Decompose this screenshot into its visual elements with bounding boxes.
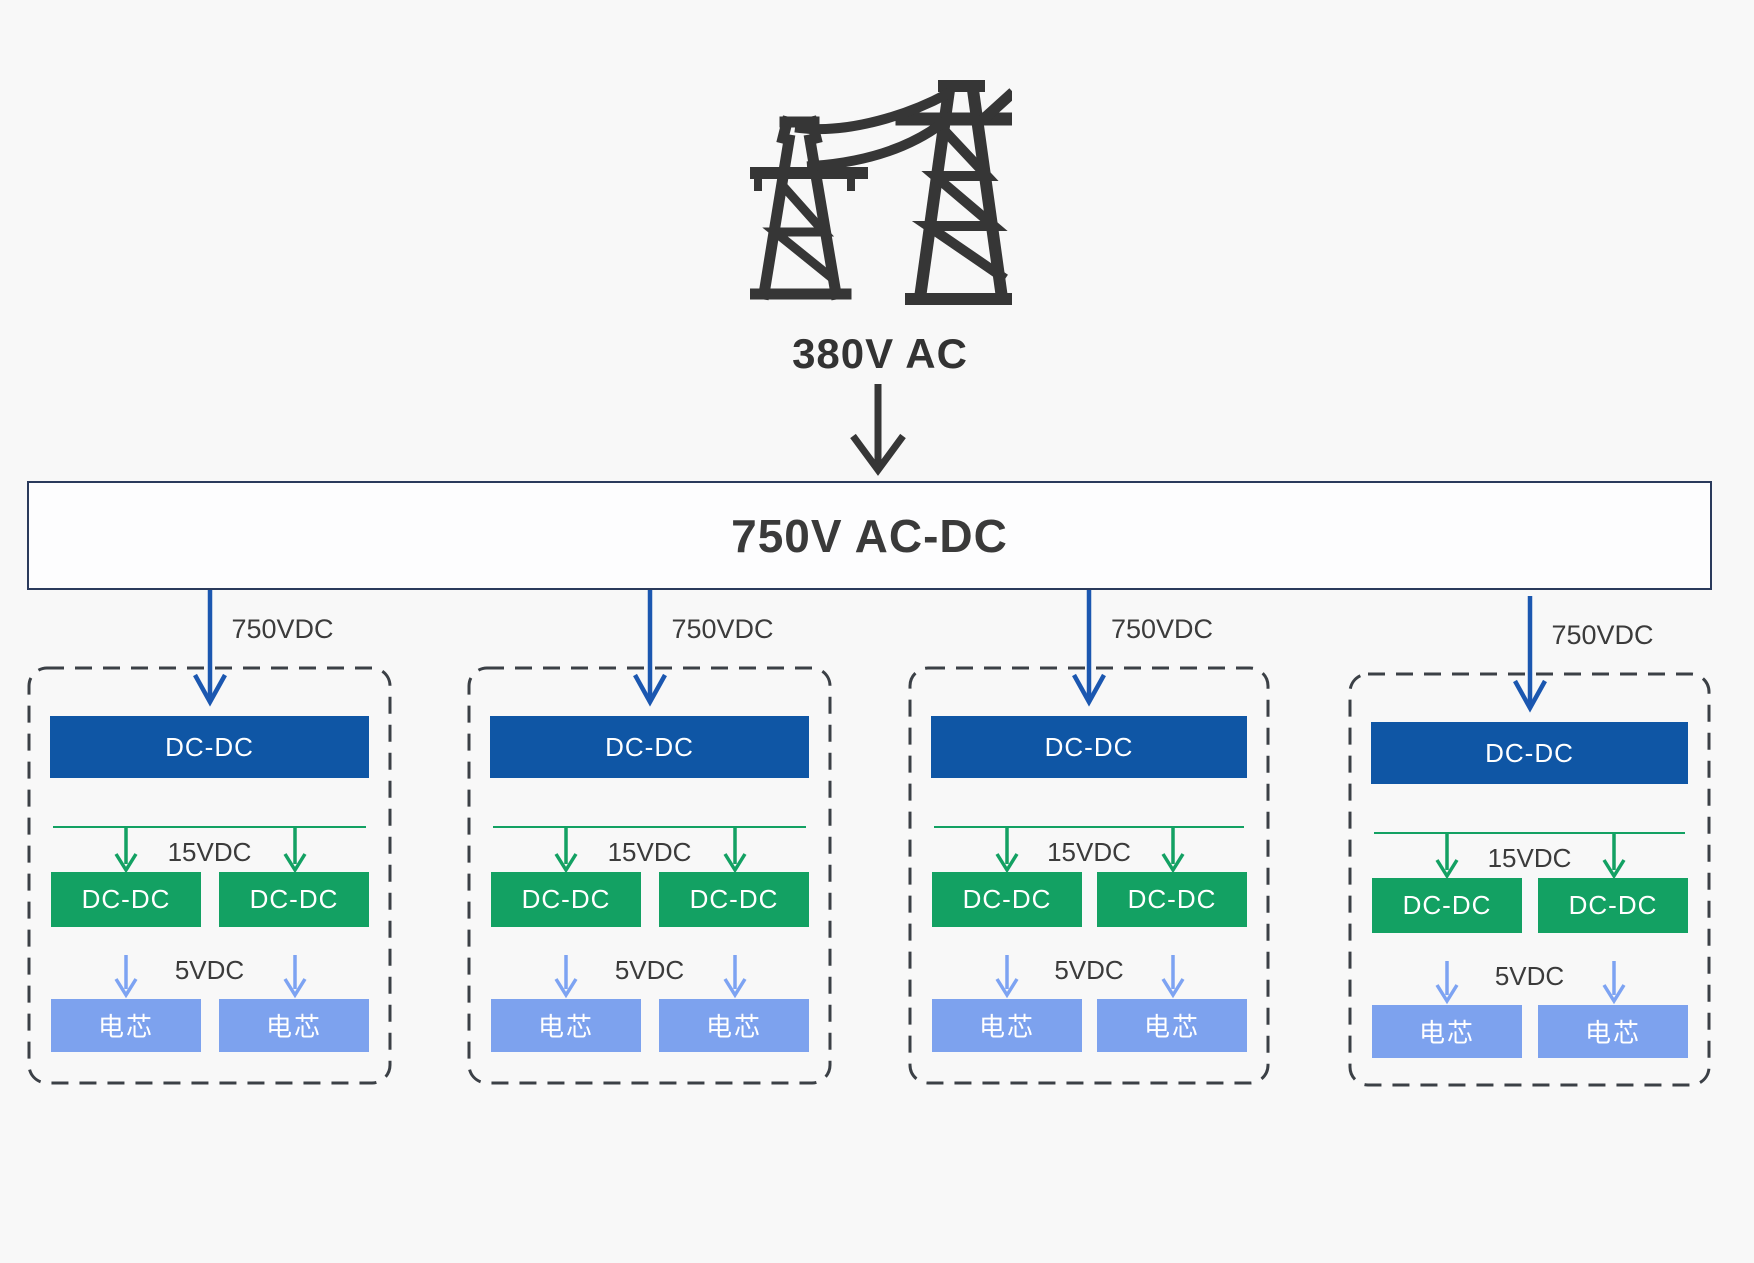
secondary-dcdc-box-right: DC-DC <box>1097 872 1247 927</box>
cell-arrow-left-icon <box>114 955 138 999</box>
battery-cell-box-left: 电芯 <box>1372 1005 1522 1058</box>
source-voltage-label: 380V AC <box>792 330 968 377</box>
dc-bus-line <box>53 826 366 828</box>
dc-bus-line <box>1374 832 1685 834</box>
low-voltage-label: 5VDC <box>1054 955 1124 985</box>
secondary-dcdc-box-left: DC-DC <box>932 872 1082 927</box>
branch-input-voltage-label: 750VDC <box>231 614 334 644</box>
secondary-dcdc-box-right: DC-DC <box>219 872 369 927</box>
battery-cell-box-left: 电芯 <box>932 999 1082 1052</box>
dashed-border <box>467 666 832 1085</box>
secondary-dcdc-box-left: DC-DC <box>1372 878 1522 933</box>
secondary-dcdc-box-left: DC-DC <box>491 872 641 927</box>
mid-arrow-right-icon <box>723 826 747 874</box>
mid-arrow-left-icon <box>995 826 1019 874</box>
branch-input-voltage-label: 750VDC <box>1551 620 1654 650</box>
battery-cell-box-right: 电芯 <box>1538 1005 1688 1058</box>
dashed-border <box>1348 672 1711 1087</box>
primary-dcdc-box: DC-DC <box>1371 722 1688 784</box>
battery-cell-box-right: 电芯 <box>1097 999 1247 1052</box>
mid-arrow-right-icon <box>1161 826 1185 874</box>
secondary-dcdc-box-left: DC-DC <box>51 872 201 927</box>
secondary-dcdc-box-right: DC-DC <box>659 872 809 927</box>
primary-dcdc-box: DC-DC <box>931 716 1247 778</box>
dcdc-branch-group-4: 750VDC DC-DC 15VDC DC-DC DC-DC 5VDC 电芯 电… <box>1348 596 1711 1087</box>
mid-voltage-label: 15VDC <box>1047 837 1131 867</box>
transmission-tower-icon <box>750 80 1012 305</box>
dc-bus-line <box>934 826 1244 828</box>
low-voltage-label: 5VDC <box>614 955 685 985</box>
dcdc-branch-group-3: 750VDC DC-DC 15VDC DC-DC DC-DC 5VDC 电芯 电… <box>908 590 1270 1085</box>
mid-arrow-right-icon <box>1602 832 1626 880</box>
primary-dcdc-box: DC-DC <box>50 716 369 778</box>
branch-input-arrow-icon <box>1072 590 1106 707</box>
ac-dc-converter-box: 750V AC-DC <box>27 481 1712 590</box>
branch-input-arrow-icon <box>632 590 667 707</box>
battery-cell-box-left: 电芯 <box>51 999 201 1052</box>
dashed-border <box>27 666 392 1085</box>
battery-cell-box-right: 电芯 <box>219 999 369 1052</box>
battery-cell-box-left: 电芯 <box>491 999 641 1052</box>
mid-arrow-right-icon <box>283 826 307 874</box>
dcdc-branch-group-2: 750VDC DC-DC 15VDC DC-DC DC-DC 5VDC 电芯 电… <box>467 590 832 1085</box>
mid-arrow-left-icon <box>554 826 578 874</box>
cell-arrow-left-icon <box>1435 961 1459 1005</box>
cell-arrow-right-icon <box>1161 955 1185 999</box>
mid-voltage-label: 15VDC <box>167 837 252 867</box>
ac-dc-converter-label: 750V AC-DC <box>731 509 1008 562</box>
secondary-dcdc-box-right: DC-DC <box>1538 878 1688 933</box>
cell-arrow-right-icon <box>283 955 307 999</box>
branch-input-arrow-icon <box>1512 596 1547 713</box>
primary-dcdc-box: DC-DC <box>490 716 809 778</box>
mid-voltage-label: 15VDC <box>607 837 692 867</box>
dashed-border <box>908 666 1270 1085</box>
branch-input-arrow-icon <box>192 590 227 707</box>
dc-bus-line <box>493 826 806 828</box>
branch-input-voltage-label: 750VDC <box>1111 614 1214 644</box>
mid-voltage-label: 15VDC <box>1487 843 1572 873</box>
down-arrow-icon <box>850 384 906 476</box>
cell-arrow-left-icon <box>554 955 578 999</box>
cell-arrow-right-icon <box>1602 961 1626 1005</box>
low-voltage-label: 5VDC <box>174 955 245 985</box>
battery-cell-box-right: 电芯 <box>659 999 809 1052</box>
cell-arrow-right-icon <box>723 955 747 999</box>
cell-arrow-left-icon <box>995 955 1019 999</box>
low-voltage-label: 5VDC <box>1494 961 1565 991</box>
mid-arrow-left-icon <box>114 826 138 874</box>
branch-input-voltage-label: 750VDC <box>671 614 774 644</box>
mid-arrow-left-icon <box>1435 832 1459 880</box>
dcdc-branch-group-1: 750VDC DC-DC 15VDC DC-DC DC-DC 5VDC 电芯 电… <box>27 590 392 1085</box>
